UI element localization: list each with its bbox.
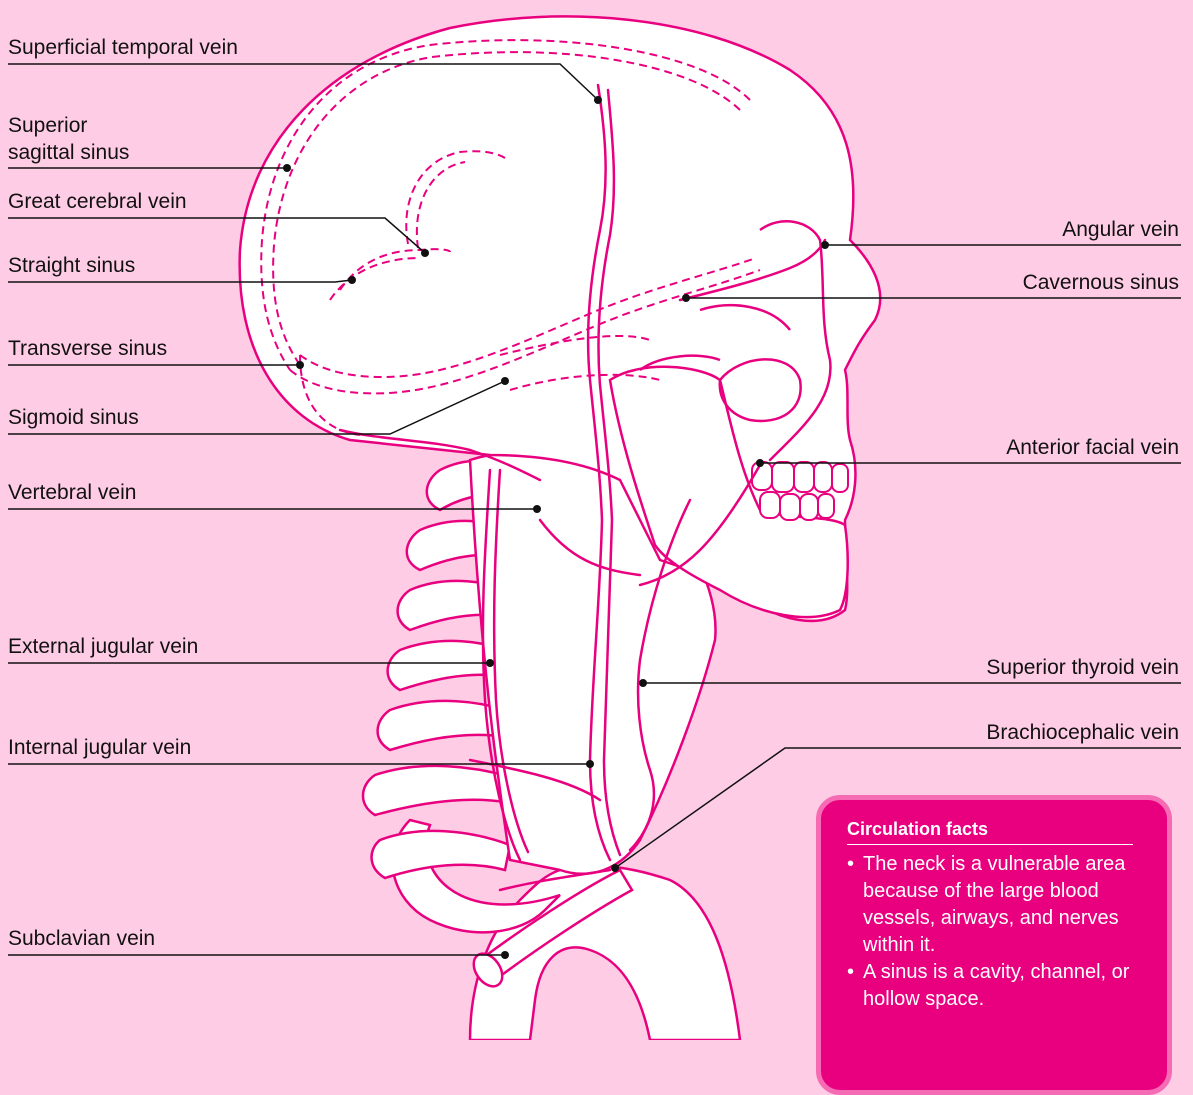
label-internal-jugular-vein: Internal jugular vein xyxy=(8,736,191,760)
label-vertebral-vein: Vertebral vein xyxy=(8,481,136,505)
circulation-facts-box: Circulation facts The neck is a vulnerab… xyxy=(816,795,1172,1095)
label-straight-sinus: Straight sinus xyxy=(8,254,135,278)
label-angular-vein: Angular vein xyxy=(1062,218,1179,242)
label-superior-sagittal-sinus-line1: Superior xyxy=(8,114,87,138)
label-subclavian-vein: Subclavian vein xyxy=(8,927,155,951)
label-sigmoid-sinus: Sigmoid sinus xyxy=(8,406,139,430)
label-superficial-temporal-vein: Superficial temporal vein xyxy=(8,36,238,60)
label-transverse-sinus: Transverse sinus xyxy=(8,337,167,361)
facts-item-text: The neck is a vulnerable area because of… xyxy=(863,853,1125,956)
facts-item: The neck is a vulnerable area because of… xyxy=(847,851,1141,959)
label-great-cerebral-vein: Great cerebral vein xyxy=(8,190,187,214)
facts-list: The neck is a vulnerable area because of… xyxy=(847,851,1141,1013)
label-brachiocephalic-vein: Brachiocephalic vein xyxy=(986,721,1179,745)
label-cavernous-sinus: Cavernous sinus xyxy=(1023,271,1179,295)
label-superior-sagittal-sinus-line2: sagittal sinus xyxy=(8,141,129,165)
label-superior-thyroid-vein: Superior thyroid vein xyxy=(986,656,1179,680)
label-anterior-facial-vein: Anterior facial vein xyxy=(1006,436,1179,460)
facts-item-text: A sinus is a cavity, channel, or hollow … xyxy=(863,961,1129,1010)
facts-title: Circulation facts xyxy=(847,818,1133,845)
label-external-jugular-vein: External jugular vein xyxy=(8,635,198,659)
facts-item: A sinus is a cavity, channel, or hollow … xyxy=(847,959,1141,1013)
